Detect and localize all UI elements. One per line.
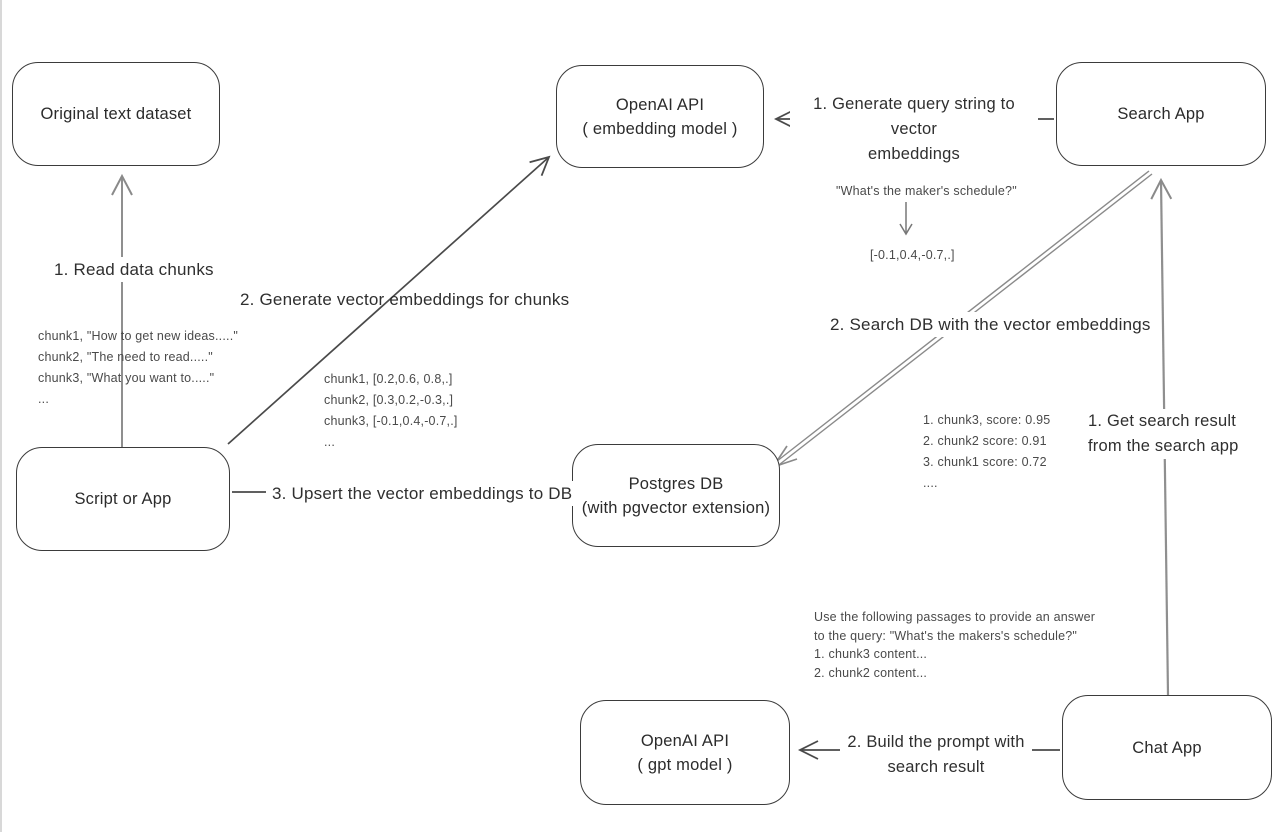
edge-label-get-search-result: 1. Get search result from the search app	[1082, 409, 1245, 459]
edge-label-search-db: 2. Search DB with the vector embeddings	[824, 312, 1157, 337]
node-script-or-app: Script or App	[16, 447, 230, 551]
node-label-line1: Postgres DB	[628, 474, 724, 493]
edge-label-generate-embeddings: 2. Generate vector embeddings for chunks	[240, 290, 570, 309]
arrow-generate-embeddings	[227, 155, 551, 445]
node-label-line2: (with pgvector extension)	[581, 498, 771, 517]
annotation-query-vector: [-0.1,0.4,-0.7,.]	[870, 248, 955, 262]
edge-label-read-data-chunks: 1. Read data chunks	[48, 257, 220, 282]
node-openai-gpt: OpenAI API ( gpt model )	[580, 700, 790, 805]
edge-label-upsert-to-db: 3. Upsert the vector embeddings to DB	[266, 481, 579, 506]
node-label-line2: ( embedding model )	[582, 119, 738, 138]
edge-label-query-to-vector: 1. Generate query string to vector embed…	[790, 92, 1038, 167]
window-left-edge	[0, 0, 2, 832]
node-label: Script or App	[74, 490, 172, 508]
node-label-line1: OpenAI API	[640, 731, 730, 750]
annotation-chunk-texts: chunk1, "How to get new ideas....." chun…	[38, 329, 239, 406]
node-chat-app: Chat App	[1062, 695, 1272, 800]
edge-label-build-prompt: 2. Build the prompt with search result	[840, 730, 1032, 780]
annotation-prompt-text: Use the following passages to provide an…	[814, 610, 1096, 680]
node-label: Chat App	[1132, 738, 1202, 757]
node-label-line1: OpenAI API	[615, 95, 705, 114]
annotation-chunk-vectors: chunk1, [0.2,0.6, 0.8,.] chunk2, [0.3,0.…	[324, 372, 458, 449]
node-label: Original text dataset	[40, 105, 192, 123]
node-postgres-db: Postgres DB (with pgvector extension)	[572, 444, 780, 547]
node-original-text-dataset: Original text dataset	[12, 62, 220, 166]
node-label: Search App	[1117, 105, 1205, 123]
node-openai-embedding: OpenAI API ( embedding model )	[556, 65, 764, 168]
node-label-line2: ( gpt model )	[637, 755, 733, 774]
annotation-query-string: "What's the maker's schedule?"	[836, 184, 1017, 198]
node-search-app: Search App	[1056, 62, 1266, 166]
annotation-search-scores: 1. chunk3, score: 0.95 2. chunk2 score: …	[923, 413, 1051, 490]
